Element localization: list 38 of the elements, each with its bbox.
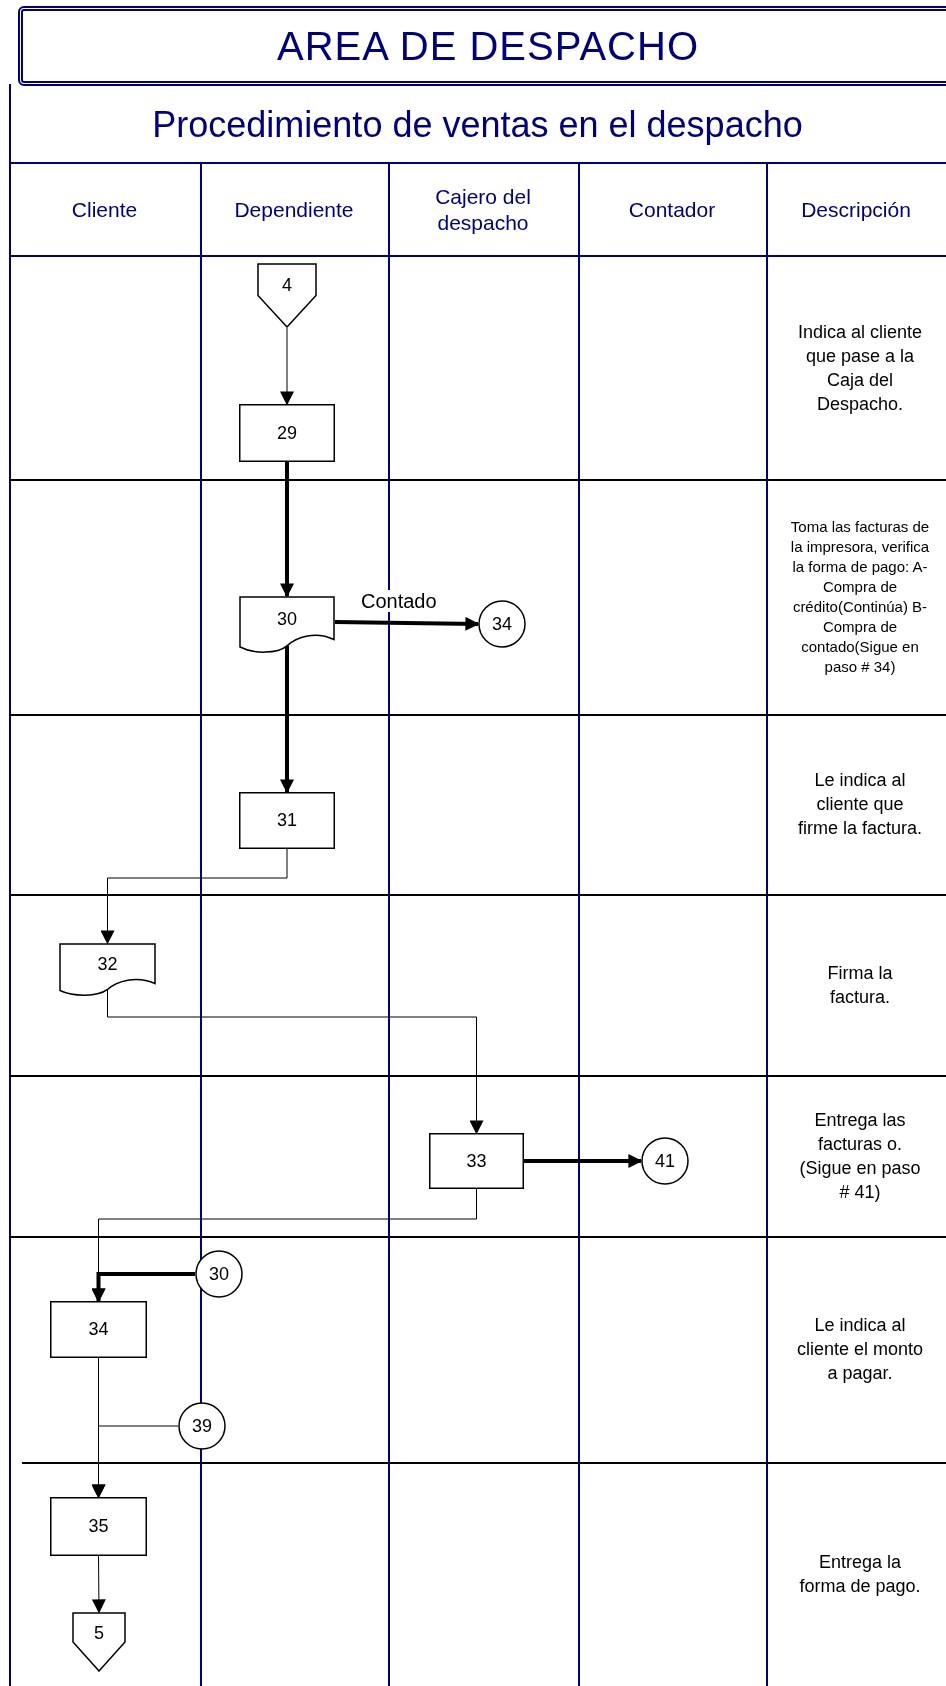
step-description: Entrega la forma de pago. — [798, 1551, 922, 1598]
process-box: 35 — [50, 1497, 147, 1556]
arrow — [280, 645, 294, 794]
arrow — [91, 1425, 179, 1499]
process-box: 31 — [239, 792, 335, 849]
step-description: Indica al cliente que pase a la Caja del Despacho. — [796, 320, 924, 416]
column-header: Contador — [628, 196, 716, 223]
document-shape: 32 — [59, 943, 156, 997]
title-banner: AREA DE DESPACHO — [18, 6, 946, 86]
offpage-connector: 4 — [257, 263, 317, 328]
arrow — [100, 848, 288, 945]
offpage-connector: 5 — [72, 1612, 126, 1672]
arrow — [280, 327, 294, 406]
connector-circle: 34 — [478, 600, 526, 648]
arrow — [524, 1154, 643, 1168]
arrow — [107, 988, 484, 1135]
arrow — [91, 1555, 106, 1614]
connector-circle: 41 — [641, 1137, 689, 1185]
edge-label: Contado — [360, 590, 438, 612]
document-shape: 30 — [239, 596, 335, 654]
arrow — [334, 616, 480, 631]
step-description: Le indica al cliente que firme la factura. — [796, 769, 923, 840]
step-description: Le indica al cliente el monto a pagar. — [796, 1314, 924, 1385]
column-header: Dependiente — [234, 196, 354, 223]
step-description: Toma las facturas de la impresora, verifica la forma de pago: A- Compra de crédito(Continúa) B- Compra de contado(Sigue en paso # 34) — [789, 516, 931, 677]
step-description: Firma la factura. — [826, 961, 894, 1009]
process-box: 29 — [239, 404, 335, 462]
process-box: 34 — [50, 1301, 147, 1358]
subtitle: Procedimiento de ventas en el despacho — [152, 102, 803, 147]
column-header: Cliente — [71, 196, 138, 223]
column-header: Descripción — [801, 196, 911, 223]
arrow — [280, 462, 294, 598]
process-box: 33 — [429, 1133, 524, 1189]
arrow — [91, 1272, 195, 1303]
connector-circle: 39 — [178, 1402, 226, 1450]
step-description: Entrega las facturas o. (Sigue en paso # 41) — [798, 1108, 922, 1204]
connector-circle: 30 — [195, 1250, 243, 1298]
column-header: Cajero del despacho — [434, 183, 532, 236]
